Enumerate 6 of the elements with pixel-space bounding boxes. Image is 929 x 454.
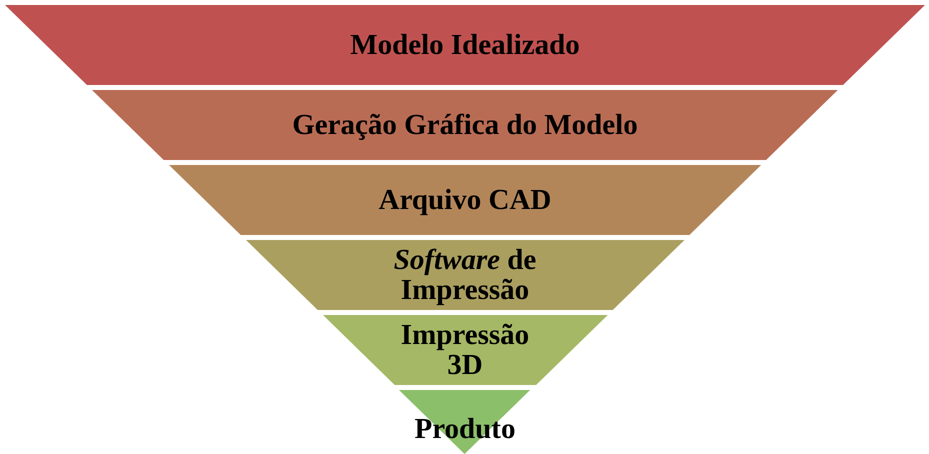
band-label: Modelo Idealizado [350, 30, 580, 60]
band-label: Arquivo CAD [378, 184, 552, 216]
band-label: Software de Impressão [392, 244, 538, 306]
band-label: Produto [414, 414, 516, 444]
band-label: Geração Gráfica do Modelo [292, 110, 638, 140]
band-label: Impressão 3D [400, 320, 530, 380]
